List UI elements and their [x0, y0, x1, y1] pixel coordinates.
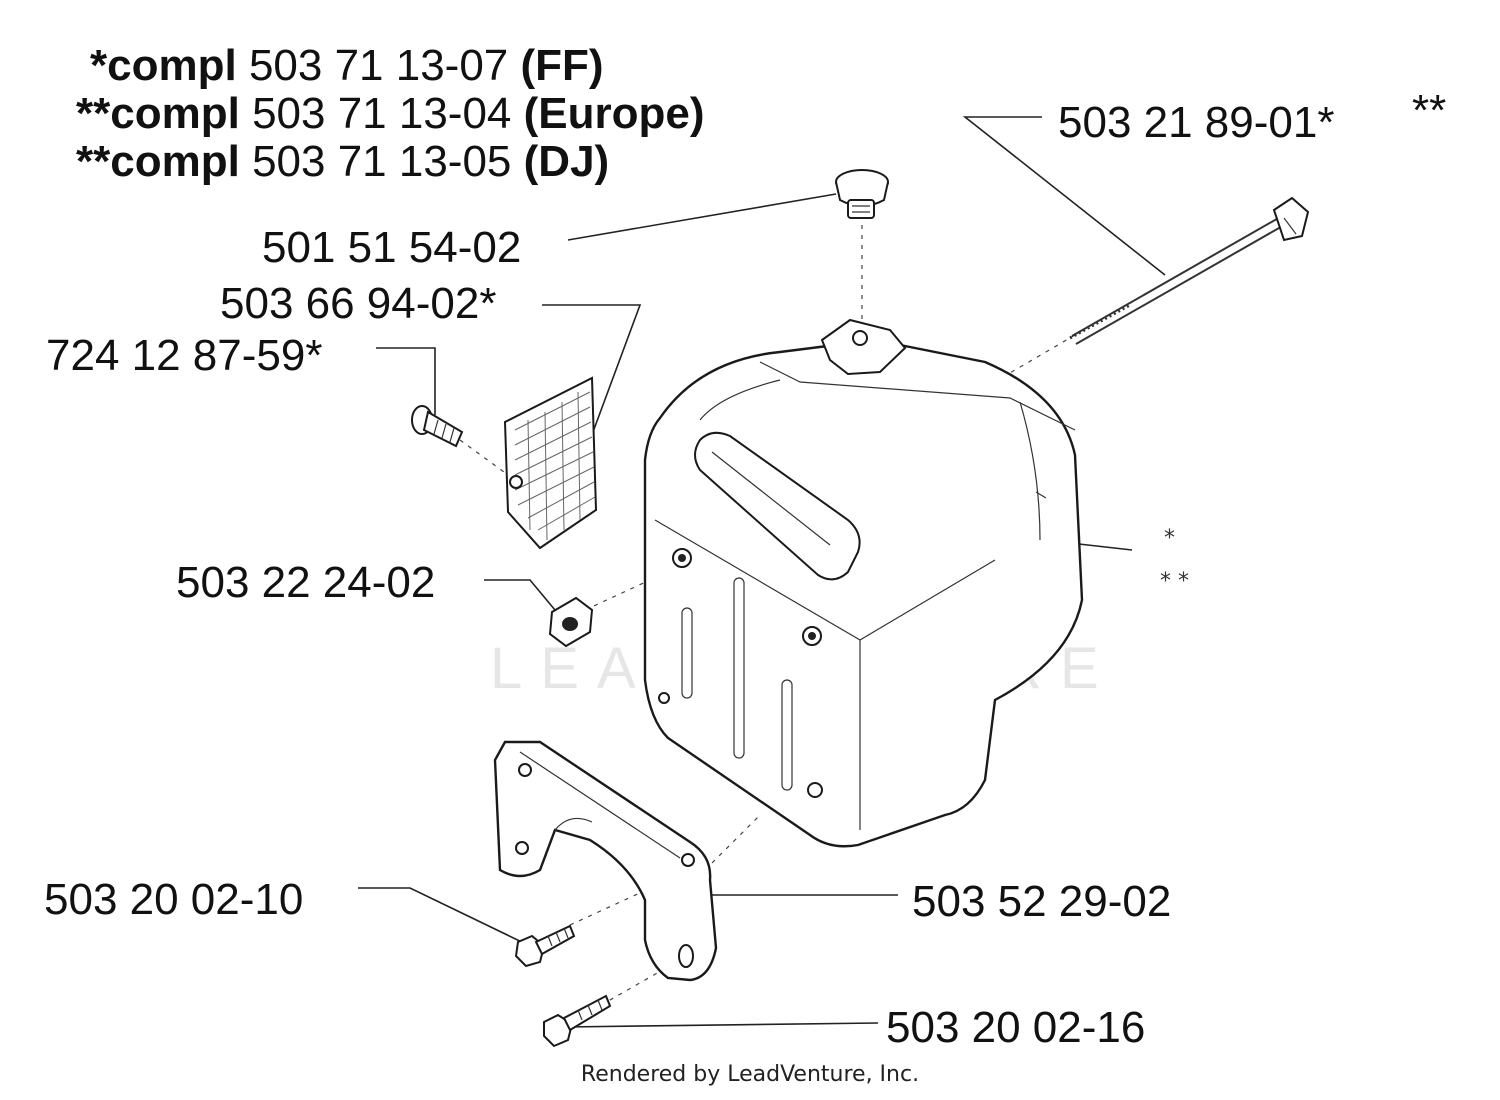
assembly-line-europe: **compl 503 71 13-04 (Europe) [76, 89, 705, 138]
footer-credit: Rendered by LeadVenture, Inc. [580, 1062, 920, 1087]
assembly-line-ff: *compl 503 71 13-07 (FF) [90, 41, 604, 90]
label-bracket: 503 52 29-02 [912, 877, 1171, 926]
label-nut: 503 22 24-02 [176, 558, 435, 607]
screw-a [514, 924, 576, 968]
bracket-part [493, 740, 718, 982]
nut-part [548, 596, 594, 648]
label-small-screw: 724 12 87-59* [46, 331, 322, 380]
label-long-bolt: 503 21 89-01* [1058, 98, 1334, 147]
assembly-line-dj: **compl 503 71 13-05 (DJ) [76, 137, 610, 186]
muffler-body [643, 318, 1084, 848]
label-cap: 501 51 54-02 [262, 223, 521, 272]
muffler-mark-single: * [1164, 526, 1175, 551]
long-bolt [1069, 196, 1310, 345]
spark-screen [503, 376, 598, 550]
label-screw-b: 503 20 02-16 [886, 1003, 1145, 1052]
label-screen: 503 66 94-02* [220, 279, 496, 328]
screw-b [543, 994, 612, 1048]
label-long-bolt-mark: ** [1412, 86, 1446, 135]
small-screw [411, 405, 464, 448]
label-screw-a: 503 20 02-10 [44, 875, 303, 924]
cap-part [835, 169, 889, 219]
muffler-mark-double: * * [1160, 569, 1189, 594]
